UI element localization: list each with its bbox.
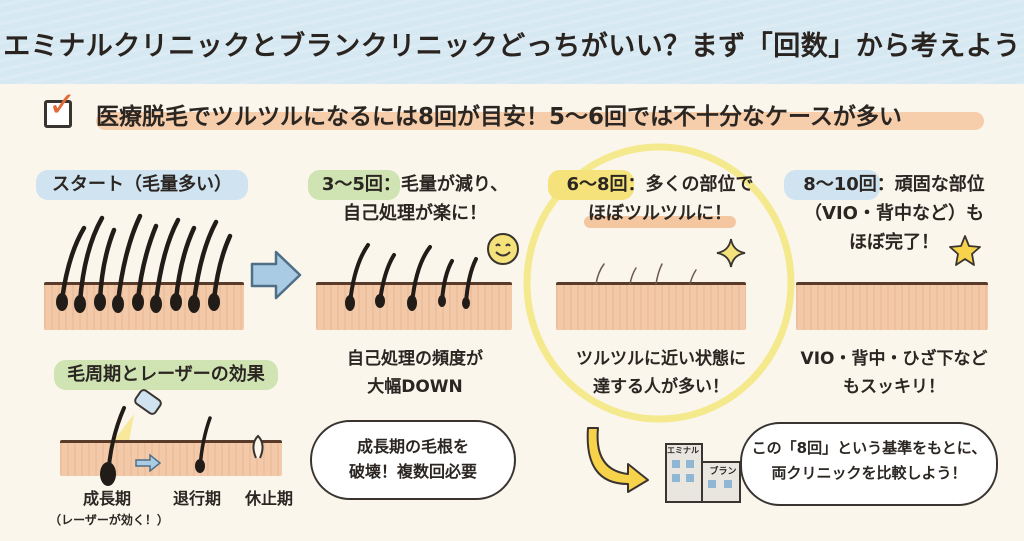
- bubble-mid-line1: 成長期の毛根を: [356, 437, 469, 456]
- stage3-caption-line1: ツルツルに近い状態に: [576, 349, 746, 369]
- phase-growth: 成長期: [82, 489, 131, 508]
- star-icon: [949, 235, 981, 266]
- stage3-hair: [595, 263, 697, 285]
- laser-speech-bubble: 成長期の毛根を 破壊！複数回必要: [310, 420, 516, 500]
- stage4-label-line2: （VIO・背中など）も: [804, 203, 984, 224]
- stage2-label-bg1: [308, 170, 400, 200]
- cycle-label: 毛周期とレーザーの効果: [67, 364, 265, 385]
- stage1-hair: [56, 213, 233, 313]
- clinic-sign-blan: ブラン: [709, 467, 737, 477]
- bubble-right-line1: この「8回」という基準をもとに、: [751, 439, 987, 457]
- stage1-label-bg: [36, 170, 248, 200]
- stage3-caption-line2: 達する人が多い！: [593, 377, 729, 397]
- sparkle-icon: [716, 238, 746, 268]
- stage2-hair: [345, 243, 478, 311]
- smile-icon: [487, 233, 519, 265]
- clinic-sign-eminal: エミナル: [667, 446, 699, 455]
- cycle-hairs: [100, 406, 264, 486]
- stage2-label-line1: 3～5回：毛量が減り、: [321, 174, 509, 195]
- stage2-caption-line2: 大幅DOWN: [367, 377, 463, 397]
- cycle-label-bg: [54, 360, 278, 390]
- stage4-caption-line1: VIO・背中・ひざ下など: [800, 349, 988, 369]
- stage4-skin: [796, 282, 988, 330]
- stage3-label-line1: 6～8回：多くの部位で: [566, 174, 754, 195]
- right-arrow-icon: [250, 250, 302, 300]
- curved-arrow-icon: [586, 427, 649, 493]
- stage2-caption-line1: 自己処理の頻度が: [347, 349, 483, 369]
- stage3-label-line2: ほぼツルツルに！: [588, 203, 732, 224]
- highlight-ring: [523, 143, 795, 423]
- stage1-label: スタート（毛量多い）: [52, 174, 232, 195]
- title-banner: [0, 0, 1024, 84]
- checkbox-icon: [44, 100, 72, 128]
- stage3-skin: [556, 282, 746, 330]
- cycle-arrow-icon: [135, 453, 162, 473]
- stage3-label-underline: [584, 216, 736, 228]
- page-title: エミナルクリニックとブランクリニックどっちがいい？まず「回数」から考えよう: [3, 31, 1021, 62]
- phase-resting: 休止期: [244, 489, 293, 508]
- cycle-skin: [60, 440, 282, 476]
- clinic-building-icon: [665, 443, 741, 503]
- bubble-right-line2: 両クリニックを比較しよう！: [771, 464, 967, 482]
- stage4-caption-line2: もスッキリ！: [843, 377, 945, 397]
- stage4-label-bg1: [784, 170, 880, 200]
- phase-regression: 退行期: [172, 489, 221, 508]
- check-icon: ✓: [48, 85, 77, 125]
- headline: 医療脱毛でツルツルになるには8回が目安！5～6回では不十分なケースが多い: [96, 104, 902, 130]
- compare-speech-bubble: この「8回」という基準をもとに、 両クリニックを比較しよう！: [740, 422, 998, 506]
- stage4-label-line1: 8～10回：頑固な部位: [803, 174, 985, 195]
- phase-growth-note: （レーザーが効く！）: [49, 513, 169, 527]
- stage4-label-line3: ほぼ完了！: [849, 232, 939, 253]
- bubble-mid-line2: 破壊！複数回必要: [348, 462, 477, 481]
- stage3-label-bg1: [548, 170, 634, 200]
- stage2-label-line2: 自己処理が楽に！: [343, 203, 487, 224]
- headline-highlight: [96, 112, 984, 130]
